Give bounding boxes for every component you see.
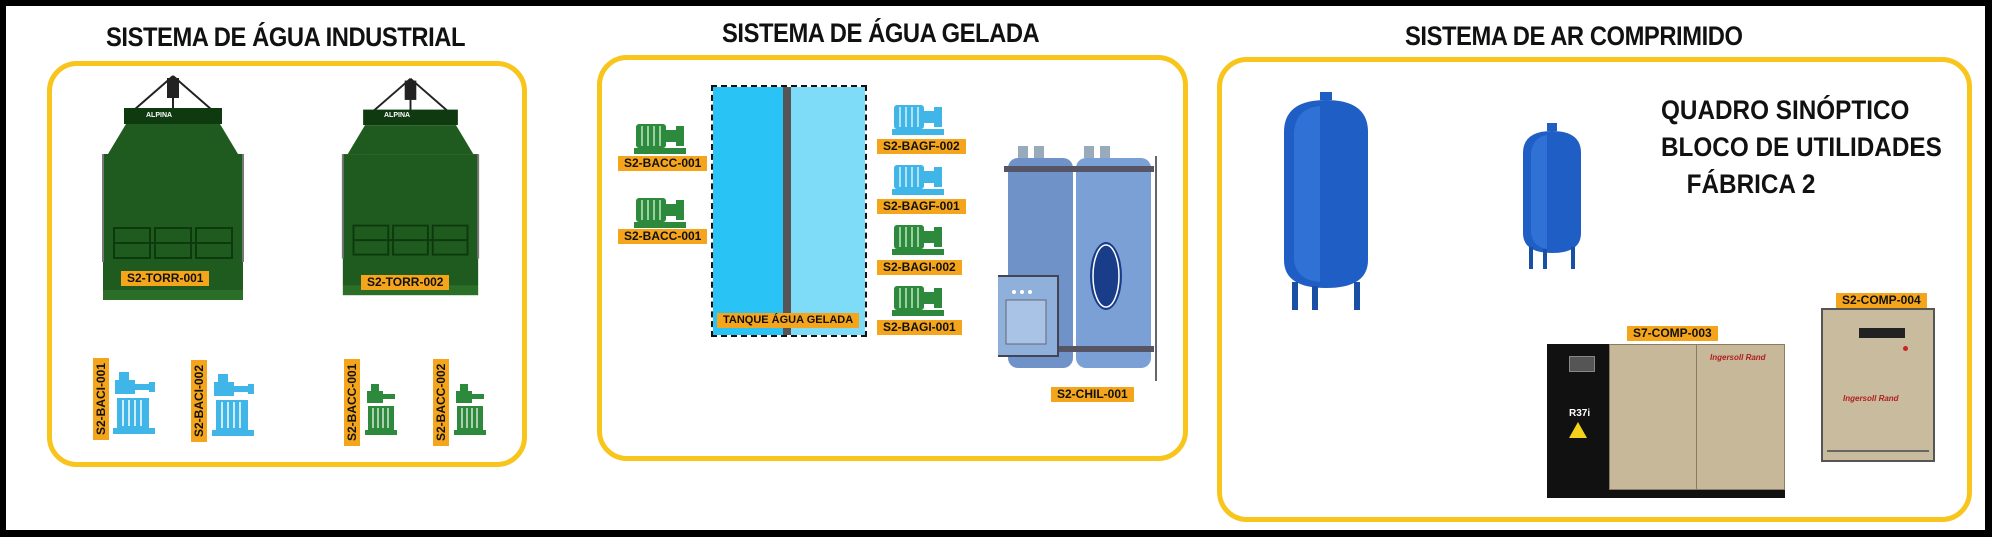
tank-divider (783, 87, 791, 335)
synoptic-line-1: QUADRO SINÓPTICO (1661, 95, 1910, 125)
pump-bagf-001[interactable] (892, 159, 944, 197)
tag-baci-002: S2-BACI-002 (191, 359, 207, 442)
tag-bagf-001: S2-BAGF-001 (877, 199, 966, 214)
tag-tanque: TANQUE ÁGUA GELADA (717, 313, 860, 328)
compressor-control-panel: R37i (1547, 344, 1609, 498)
screen-frame: SISTEMA DE ÁGUA INDUSTRIAL SISTEMA DE ÁG… (6, 6, 1985, 530)
compressor-004[interactable]: Ingersoll Rand (1821, 308, 1935, 462)
tanque-agua-gelada[interactable] (711, 85, 867, 337)
tag-torre-001: S2-TORR-001 (121, 271, 210, 286)
pump-icon (113, 372, 155, 434)
synoptic-line-3: FÁBRICA 2 (1686, 169, 1816, 199)
tag-baci-001: S2-BACI-001 (93, 357, 109, 440)
tag-bacc-001-a: S2-BACC-001 (618, 156, 708, 171)
cooling-tower-icon (102, 75, 244, 300)
tag-bagf-002: S2-BAGF-002 (877, 139, 966, 154)
title-ar-comprimido: SISTEMA DE AR COMPRIMIDO (1405, 21, 1743, 51)
compressor-display (1859, 328, 1905, 338)
pump-icon (892, 225, 944, 255)
pump-bacc-002-industrial[interactable] (452, 382, 488, 436)
pump-icon (892, 165, 944, 195)
compressor-base-line (1827, 450, 1929, 452)
air-receiver-large[interactable] (1274, 92, 1378, 310)
compressor-brand: Ingersoll Rand (1843, 394, 1899, 403)
tank-section-left (713, 87, 783, 335)
pump-bacc-001-a[interactable] (634, 118, 686, 156)
air-receiver-small[interactable] (1517, 123, 1587, 269)
display-screen-icon (1569, 356, 1595, 372)
pump-icon (892, 105, 944, 135)
compressor-brand: Ingersoll Rand (1710, 353, 1766, 362)
cooling-tower-1[interactable]: ALPINA (98, 72, 248, 300)
pump-bagf-002[interactable] (892, 99, 944, 137)
pump-bagi-001[interactable] (892, 280, 944, 318)
tag-comp-003: S7-COMP-003 (1627, 326, 1718, 341)
air-vessel-icon (1284, 92, 1368, 310)
tower-brand: ALPINA (384, 112, 411, 119)
tank-section-right (791, 87, 865, 335)
tag-bagi-002: S2-BAGI-002 (877, 260, 962, 275)
air-vessel-icon (1523, 123, 1581, 269)
pump-icon (454, 384, 486, 435)
cooling-tower-icon (341, 77, 480, 296)
tag-bacc-002-industrial: S2-BACC-002 (433, 358, 449, 446)
warning-icon (1569, 422, 1587, 438)
pump-baci-001[interactable] (111, 370, 157, 436)
tag-comp-004: S2-COMP-004 (1836, 293, 1927, 308)
compressor-model: R37i (1569, 408, 1591, 419)
compressor-cabinet: Ingersoll Rand (1609, 344, 1785, 491)
compressor-003[interactable]: R37i Ingersoll Rand (1547, 344, 1785, 500)
tower-brand: ALPINA (146, 112, 173, 119)
chiller-unit[interactable]: Carrier (998, 146, 1166, 416)
title-agua-industrial: SISTEMA DE ÁGUA INDUSTRIAL (106, 22, 466, 52)
chiller-icon (998, 146, 1157, 381)
pump-icon (634, 198, 686, 228)
cooling-tower-2[interactable]: ALPINA (338, 72, 483, 298)
compressor-base (1609, 490, 1785, 498)
tag-bacc-001-industrial: S2-BACC-001 (344, 358, 360, 446)
pump-icon (365, 384, 397, 435)
pump-baci-002[interactable] (210, 372, 256, 438)
pump-icon (212, 374, 254, 436)
tag-bagi-001: S2-BAGI-001 (877, 320, 962, 335)
pump-bacc-001-b[interactable] (634, 192, 686, 230)
pump-bagi-002[interactable] (892, 219, 944, 257)
pump-icon (634, 124, 686, 154)
status-led-icon (1903, 346, 1908, 351)
title-agua-gelada: SISTEMA DE ÁGUA GELADA (722, 18, 1040, 48)
pump-bacc-001-industrial[interactable] (363, 382, 399, 436)
tag-chiller: S2-CHIL-001 (1051, 387, 1134, 402)
cabinet-seam (1696, 345, 1697, 491)
tag-bacc-001-b: S2-BACC-001 (618, 229, 708, 244)
synoptic-line-2: BLOCO DE UTILIDADES (1661, 132, 1942, 162)
tag-torre-002: S2-TORR-002 (361, 275, 450, 290)
pump-icon (892, 286, 944, 316)
